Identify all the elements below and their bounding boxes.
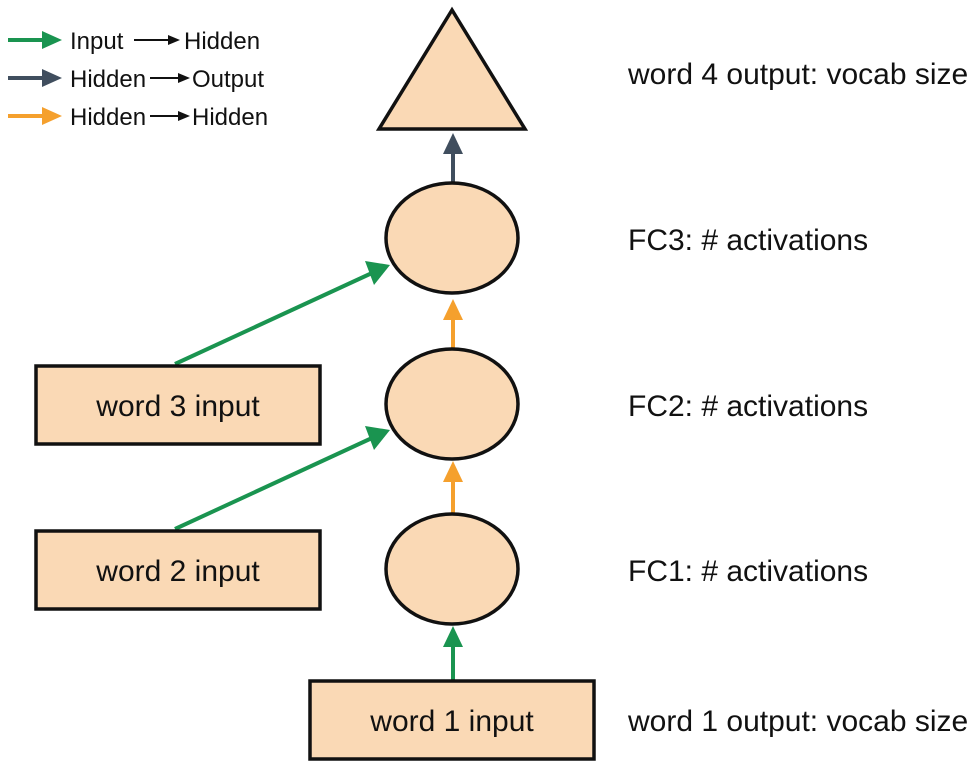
edge-arrowhead xyxy=(443,133,463,154)
word2-input-box: word 2 input xyxy=(34,529,322,611)
legend-to-label: Hidden xyxy=(192,104,268,131)
box-rect xyxy=(308,679,596,761)
legend-from-label: Hidden xyxy=(70,104,146,131)
box-label: word 2 input xyxy=(95,555,260,588)
edge-shaft xyxy=(174,271,373,366)
fc3-node xyxy=(384,181,520,295)
fc1-label: FC1: # activations xyxy=(628,555,868,588)
fc2-node xyxy=(384,347,520,461)
box-label: word 1 input xyxy=(369,705,534,738)
edge-arrowhead xyxy=(365,261,390,285)
fc2-label: FC2: # activations xyxy=(628,390,868,423)
output-triangle-node xyxy=(375,6,529,131)
edge-fc3-to-output xyxy=(443,133,463,185)
legend-arrowhead xyxy=(42,69,62,87)
edge-arrowhead xyxy=(365,426,390,450)
word1-input-box: word 1 input xyxy=(308,679,596,761)
box-rect xyxy=(34,364,322,446)
legend-from-label: Input xyxy=(70,28,124,55)
legend: Input Hidden Hidden Output Hidden Hidden xyxy=(8,28,268,131)
edge-arrowhead xyxy=(443,626,463,647)
legend-arrowhead xyxy=(42,107,62,125)
legend-thin-arrowhead xyxy=(178,111,190,121)
legend-arrowhead xyxy=(42,31,62,49)
edge-fc2-to-fc3 xyxy=(443,299,463,350)
word1-output-label: word 1 output: vocab size xyxy=(627,705,968,738)
output-label: word 4 output: vocab size xyxy=(627,58,968,91)
legend-hidden-to-hidden: Hidden Hidden xyxy=(8,104,268,131)
fc3-label: FC3: # activations xyxy=(628,224,868,257)
legend-thin-arrowhead xyxy=(178,73,190,83)
edge-arrowhead xyxy=(443,461,463,482)
fc1-node xyxy=(384,512,520,626)
legend-thin-arrowhead xyxy=(168,35,180,45)
legend-to-label: Output xyxy=(192,66,264,93)
edge-word3-to-fc3 xyxy=(174,261,390,366)
edge-shaft xyxy=(174,436,373,531)
legend-hidden-to-output: Hidden Output xyxy=(8,66,264,93)
legend-to-label: Hidden xyxy=(184,28,260,55)
edge-word2-to-fc2 xyxy=(174,426,390,531)
side-labels: word 4 output: vocab size FC3: # activat… xyxy=(627,58,968,738)
word3-input-box: word 3 input xyxy=(34,364,322,446)
legend-from-label: Hidden xyxy=(70,66,146,93)
box-rect xyxy=(34,529,322,611)
edge-word1-to-fc1 xyxy=(443,626,463,680)
edges xyxy=(174,133,463,680)
box-label: word 3 input xyxy=(95,390,260,423)
edge-fc1-to-fc2 xyxy=(443,461,463,515)
legend-input-to-hidden: Input Hidden xyxy=(8,28,260,55)
edge-arrowhead xyxy=(443,299,463,320)
nodes: word 3 input word 2 input word 1 input xyxy=(34,6,596,761)
